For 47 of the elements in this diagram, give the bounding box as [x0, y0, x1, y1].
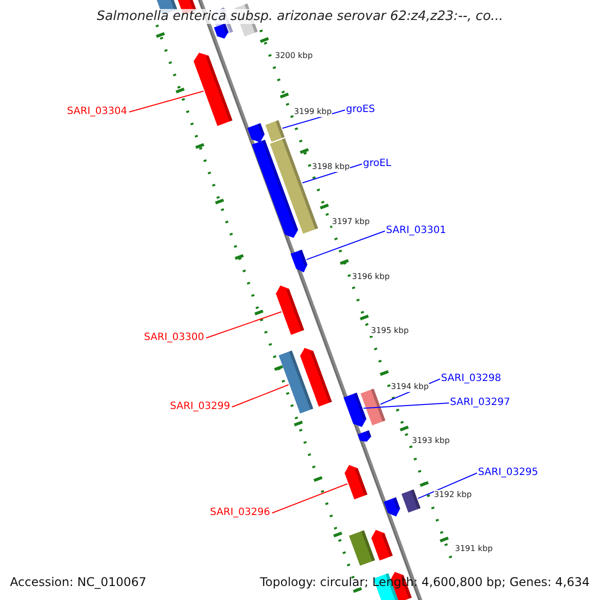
- scale-label: 3195 kbp: [371, 326, 409, 336]
- footer-text: Accession: NC_010067: [10, 575, 146, 589]
- gene-block: [401, 489, 421, 513]
- gene-feature: [358, 430, 372, 442]
- gene-feature: [214, 23, 228, 39]
- gene-feature: [384, 497, 400, 516]
- scale-label: 3199 kbp: [294, 107, 332, 117]
- gene-feature: [290, 250, 308, 272]
- leader-line: [418, 472, 478, 499]
- gene-label: SARI_03300: [144, 332, 204, 344]
- gene-block: [278, 350, 314, 414]
- scale-label: 3196 kbp: [352, 272, 390, 282]
- scale-label: 3198 kbp: [312, 162, 350, 172]
- gene-feature: [247, 123, 265, 142]
- gene-label: SARI_03296: [210, 507, 270, 519]
- gene-label: SARI_03304: [67, 106, 128, 118]
- leader-line: [232, 384, 289, 408]
- scale-label: 3197 kbp: [332, 217, 370, 227]
- gene-block: [265, 120, 285, 142]
- gene-label: SARI_03295: [478, 467, 538, 479]
- gene-label: SARI_03297: [450, 397, 510, 409]
- leader-line: [363, 402, 450, 409]
- gene-feature: [344, 392, 366, 427]
- gene-label: SARI_03298: [441, 373, 502, 385]
- title: Salmonella enterica subsp. arizonae serovar 62:z4,z23:--, co...: [96, 9, 504, 24]
- gene-feature: [194, 52, 232, 126]
- gene-label: SARI_03301: [386, 225, 446, 237]
- scale-label: 3193 kbp: [412, 436, 450, 446]
- gene-block: [348, 530, 376, 566]
- scale-label: 3200 kbp: [275, 51, 313, 61]
- leader-line: [272, 483, 348, 514]
- gene-feature: [300, 348, 332, 407]
- footer-text: Topology: circular; Length: 4,600,800 bp; Genes: 4,634: [260, 575, 590, 589]
- gene-label: groES: [346, 104, 376, 116]
- gene-feature: [252, 140, 298, 238]
- leader-line: [128, 90, 204, 112]
- gene-block: [360, 388, 386, 426]
- scale-label: 3191 kbp: [455, 544, 493, 554]
- gene-label: SARI_03299: [170, 401, 230, 413]
- leader-line: [306, 230, 386, 260]
- scale-label: 3192 kbp: [434, 490, 472, 500]
- leader-line: [206, 311, 282, 338]
- gene-feature: [276, 286, 304, 335]
- gene-label: groEL: [363, 158, 392, 170]
- gene-feature: [344, 465, 368, 500]
- gene-feature: [371, 530, 393, 560]
- scale-label: 3194 kbp: [391, 382, 429, 392]
